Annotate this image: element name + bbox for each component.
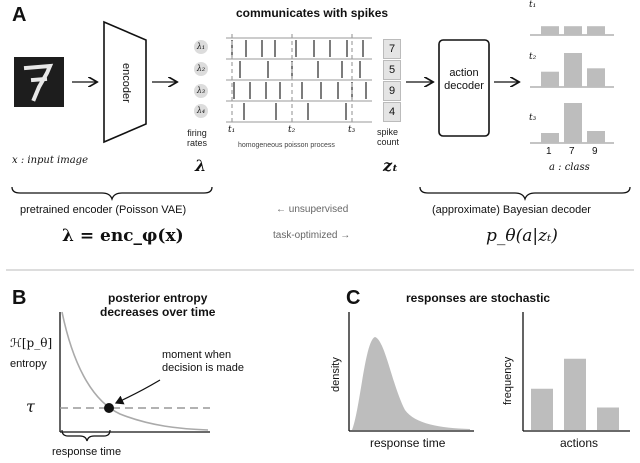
hist-tick-9: 9 [592, 146, 598, 157]
spike-count-label: spike count [377, 127, 400, 148]
task-optimized-label: task-optimized → [273, 230, 351, 241]
hist-time-3: t₃ [529, 113, 537, 123]
time-mark-1: t₁ [228, 125, 236, 135]
hist-tick-1: 1 [546, 146, 552, 157]
frequency-bar [564, 358, 586, 430]
decoder-equation: p_θ(a|zₜ) [486, 226, 558, 246]
encoder-brace [11, 186, 213, 202]
rate-3: λ₃ [194, 84, 208, 98]
panel-c-title: responses are stochastic [406, 291, 551, 305]
panel-b-title: posterior entropy decreases over time [100, 291, 216, 320]
frequency-label: frequency [502, 356, 514, 405]
hist-bar [564, 53, 582, 87]
digit-seven [23, 63, 54, 102]
hist-bar [587, 68, 605, 87]
time-mark-2: t₂ [288, 125, 296, 135]
class-caption: a : class [549, 162, 590, 173]
hist-bar [564, 26, 582, 35]
entropy-symbol: ℋ[p_θ] [10, 336, 53, 350]
hist-bar [541, 133, 559, 143]
density-xlabel: response time [370, 436, 446, 450]
hist-time-1: t₁ [529, 0, 537, 10]
hist-bar [587, 26, 605, 35]
lambda-symbol: λ [195, 156, 207, 175]
hist-time-2: t₂ [529, 52, 537, 62]
encoder-label: encoder [120, 63, 132, 103]
decision-annotation: moment when decision is made [162, 349, 244, 374]
tau-label: τ [26, 397, 35, 416]
spike-trains [226, 37, 372, 123]
spike-count-2: 5 [383, 60, 401, 80]
hist-bar [541, 26, 559, 35]
rate-4: λ₄ [194, 104, 208, 118]
response-time-label: response time [52, 446, 122, 458]
hist-tick-7: 7 [569, 146, 575, 157]
hist-bar [541, 71, 559, 87]
encoder-caption: pretrained encoder (Poisson VAE) [20, 204, 187, 216]
frequency-bar [597, 407, 619, 430]
class-histograms [530, 26, 614, 144]
decoder-caption: (approximate) Bayesian decoder [432, 204, 591, 216]
panel-a-title: communicates with spikes [236, 6, 389, 20]
panel-a-label: A [12, 4, 27, 26]
density-plot [348, 312, 474, 432]
entropy-label: entropy [10, 358, 47, 370]
density-label: density [330, 357, 342, 392]
panel-c-label: C [346, 287, 361, 309]
firing-rates-label: firing rates [187, 128, 208, 149]
rate-2: λ₂ [194, 62, 208, 76]
rate-1: λ₁ [194, 40, 208, 54]
hist-bar [564, 103, 582, 143]
encoder-shape [103, 20, 147, 144]
time-mark-3: t₃ [348, 125, 356, 135]
encoder-equation: λ = enc_φ(x) [62, 226, 184, 246]
panel-b-label: B [12, 287, 27, 309]
spike-count-1: 7 [383, 39, 401, 59]
process-label: homogeneous poisson process [238, 142, 335, 149]
decoder-box [438, 39, 490, 137]
frequency-plot [522, 312, 630, 432]
spike-count-3: 9 [383, 81, 401, 101]
unsupervised-label: ← unsupervised [276, 204, 349, 215]
spike-count-4: 4 [383, 102, 401, 122]
z-symbol: zₜ [383, 156, 399, 175]
input-caption: x : input image [12, 155, 89, 166]
actions-label: actions [560, 436, 599, 450]
decoder-label: action decoder [444, 67, 484, 92]
hist-bar [587, 131, 605, 143]
entropy-plot [59, 311, 210, 442]
frequency-bar [531, 388, 553, 430]
time-dashes [231, 34, 353, 124]
decoder-brace [419, 186, 631, 202]
input-image [14, 57, 64, 107]
